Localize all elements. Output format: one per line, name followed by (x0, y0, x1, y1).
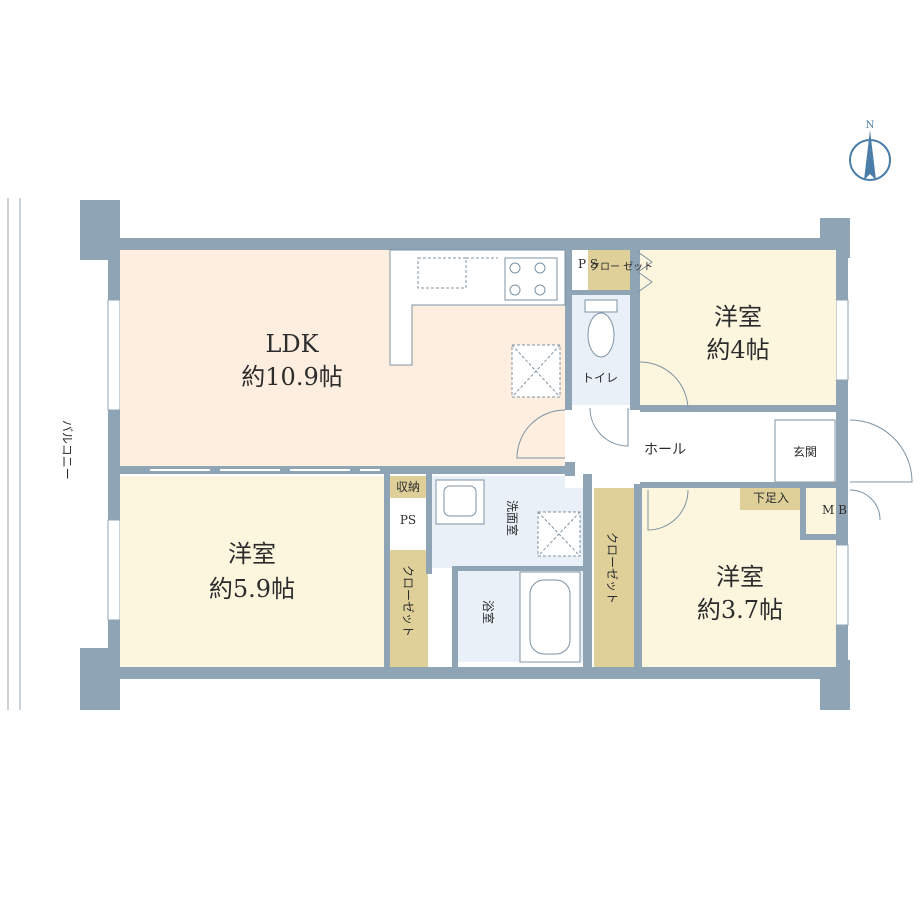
ldk-size: 約10.9帖 (241, 363, 342, 391)
western-4-size: 約4帖 (706, 336, 769, 364)
doors (516, 251, 913, 531)
balcony-area: バルコニー (7, 198, 74, 710)
shoe-storage-floor (740, 484, 802, 510)
closet-right-floor (594, 488, 634, 667)
closet-right-label: クローゼット (605, 532, 619, 604)
storage-floor (390, 476, 426, 498)
column-bottom-right (820, 660, 850, 710)
washroom-label: 洗面室 (505, 500, 520, 536)
western-59-name: 洋室 (228, 540, 276, 568)
western-room-4-floor (640, 250, 836, 410)
balcony-label: バルコニー (60, 420, 74, 480)
closet-small-label: クロー ゼット (590, 261, 653, 273)
entrance-label: 玄関 (793, 444, 817, 459)
bathtub (519, 571, 581, 663)
ps-top-label: P S (578, 257, 598, 271)
column-top-left (80, 200, 120, 260)
western-37-size: 約3.7帖 (697, 596, 783, 624)
entrance-floor (774, 419, 836, 483)
north-label: N (866, 120, 875, 131)
closet-left-label: クローゼット (401, 565, 415, 637)
column-bottom-left (80, 648, 120, 710)
western-59-size: 約5.9帖 (209, 575, 295, 603)
ldk-name: LDK (265, 330, 319, 358)
western-room-59-floor (120, 476, 385, 667)
western-4-name: 洋室 (714, 303, 762, 331)
closet-left-floor (390, 550, 428, 667)
toilet-fixture (584, 299, 618, 358)
toilet-label: トイレ (582, 371, 618, 385)
bath-label: 浴室 (481, 600, 496, 624)
shoe-storage-label: 下足入 (753, 491, 789, 505)
closet-small-floor (588, 250, 630, 292)
western-37-name: 洋室 (716, 563, 764, 591)
hall-label: ホール (644, 442, 686, 458)
storage-label: 収納 (396, 480, 420, 494)
north-compass-icon: N (849, 120, 891, 181)
vanity-sink (435, 479, 485, 525)
hall-floor (565, 410, 775, 488)
kitchen-counter (389, 249, 566, 366)
washer-space (537, 511, 581, 557)
fridge-space (511, 344, 561, 398)
ps-mid-label: PS (400, 513, 416, 527)
mb-label: M B (822, 503, 847, 517)
